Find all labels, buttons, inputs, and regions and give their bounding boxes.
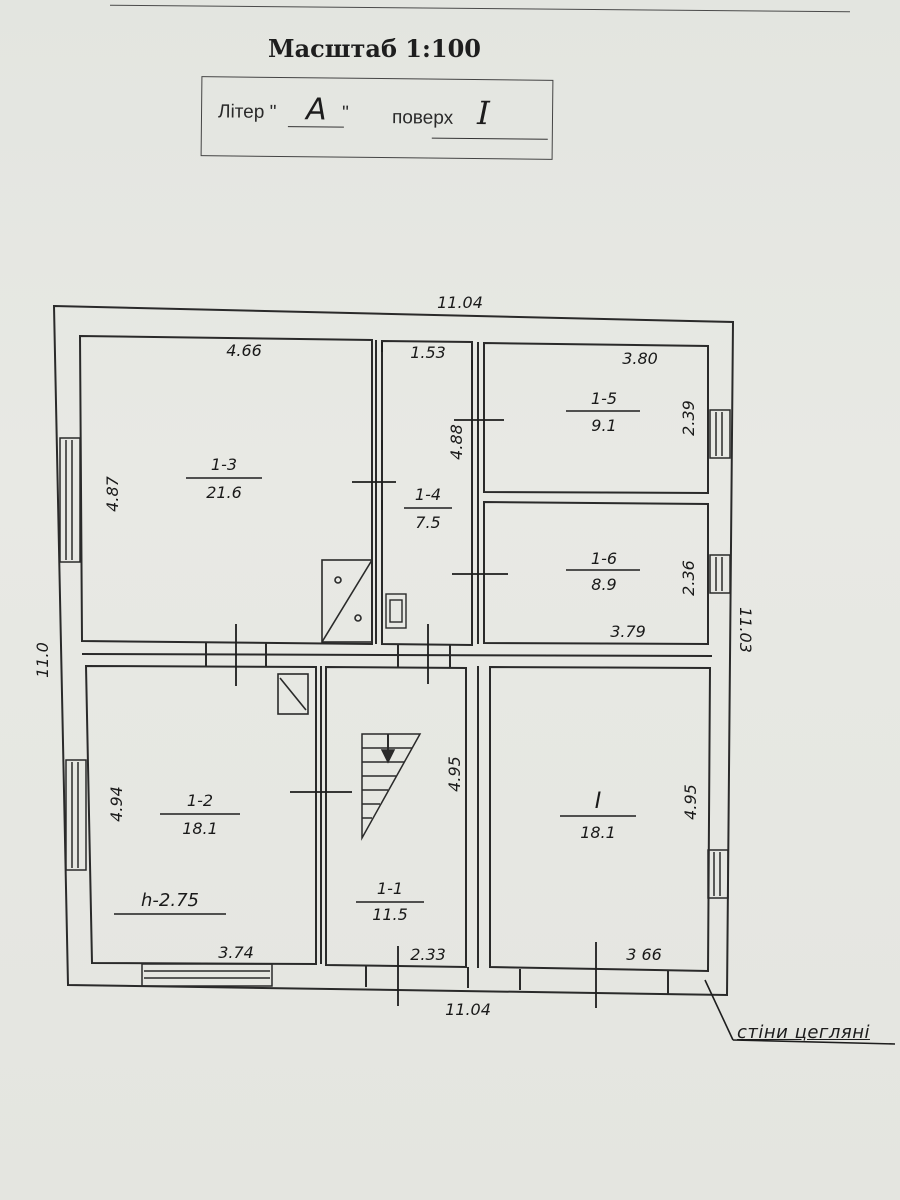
dim-1-6-width: 3.79 bbox=[610, 622, 646, 641]
room-1-6-area: 8.9 bbox=[591, 575, 616, 594]
dim-right-outer: 11.03 bbox=[736, 607, 755, 653]
dim-I-height: 4.95 bbox=[681, 784, 700, 820]
fireplace-symbol bbox=[277, 673, 309, 715]
stove-symbol bbox=[321, 559, 373, 643]
room-1-2-id: 1-2 bbox=[187, 791, 213, 810]
dim-I-width: 3 66 bbox=[626, 945, 662, 964]
dim-1-6-height: 2.36 bbox=[679, 560, 698, 596]
dim-1-5-height: 2.39 bbox=[679, 400, 698, 436]
room-1-6-id: 1-6 bbox=[591, 549, 617, 568]
window-left-upper bbox=[59, 437, 81, 563]
room-I-area: 18.1 bbox=[580, 823, 616, 842]
dim-1-3-height: 4.87 bbox=[103, 475, 122, 511]
window-right-2 bbox=[709, 554, 731, 594]
window-left-lower bbox=[65, 759, 87, 871]
dim-1-1-width: 2.33 bbox=[410, 945, 446, 964]
room-1-5-id: 1-5 bbox=[591, 389, 617, 408]
room-I-id: I bbox=[595, 789, 602, 814]
dim-bottom-outer: 11.04 bbox=[445, 1000, 491, 1019]
dim-1-5-width: 3.80 bbox=[622, 349, 658, 368]
room-1-3-outline bbox=[78, 334, 373, 646]
window-right-1 bbox=[709, 409, 731, 459]
dim-1-4-height: 4.88 bbox=[447, 424, 466, 460]
room-1-4-id: 1-4 bbox=[415, 485, 441, 504]
scale-title: Масштаб 1:100 bbox=[268, 34, 481, 63]
dim-1-2-height: 4.94 bbox=[107, 786, 126, 822]
room-1-1-outline bbox=[325, 665, 467, 969]
dim-1-1-height: 4.95 bbox=[445, 756, 464, 792]
window-bottom bbox=[141, 963, 273, 987]
ceiling-height: h-2.75 bbox=[141, 890, 199, 911]
window-right-3 bbox=[707, 849, 729, 899]
room-1-3-area: 21.6 bbox=[206, 483, 242, 502]
dim-1-4-width: 1.53 bbox=[410, 343, 446, 362]
wall-material-note: стіни цегляні bbox=[737, 1022, 870, 1043]
room-1-5-outline bbox=[483, 341, 709, 495]
room-1-1-id: 1-1 bbox=[377, 879, 403, 898]
room-1-1-area: 11.5 bbox=[372, 905, 408, 924]
room-1-2-outline bbox=[84, 664, 317, 966]
staircase-symbol bbox=[361, 733, 422, 841]
room-1-3-id: 1-3 bbox=[211, 455, 237, 474]
room-I-outline bbox=[489, 665, 712, 973]
room-1-4-outline bbox=[381, 339, 473, 647]
outer-wall-outline bbox=[52, 304, 735, 997]
dim-1-2-width: 3.74 bbox=[218, 943, 254, 962]
dim-left-outer: 11.0 bbox=[33, 642, 52, 678]
room-1-4-area: 7.5 bbox=[415, 513, 440, 532]
dim-top-outer: 11.04 bbox=[437, 293, 483, 312]
room-1-6-outline bbox=[483, 500, 709, 646]
room-1-2-area: 18.1 bbox=[182, 819, 218, 838]
room-1-5-area: 9.1 bbox=[591, 416, 616, 435]
dim-1-3-width: 4.66 bbox=[226, 341, 262, 360]
boiler-symbol bbox=[385, 593, 407, 629]
